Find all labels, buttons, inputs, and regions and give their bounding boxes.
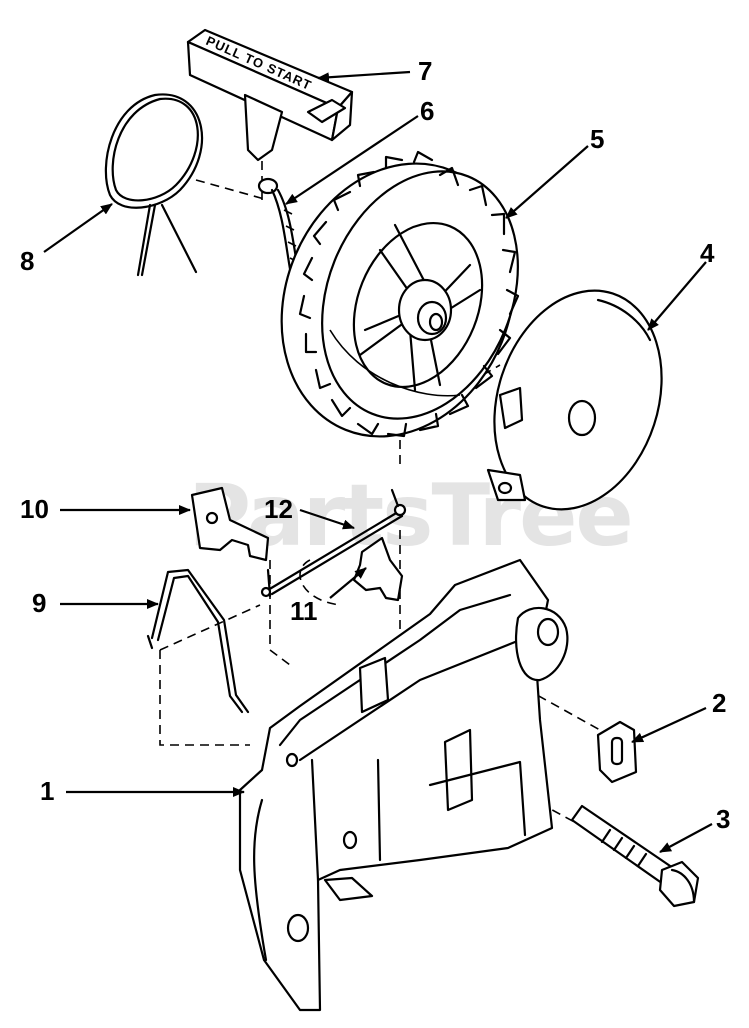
starter-pulley [280,150,520,438]
callout-7: 7 [418,56,432,86]
shoulder-bolt [570,804,700,908]
wire-spring [146,568,250,714]
cover-plate [486,289,663,511]
callout-12: 12 [264,494,293,524]
pawl-plate [190,486,270,562]
callout-5: 5 [590,124,604,154]
callout-10: 10 [20,494,49,524]
callouts: 7 6 5 4 8 10 12 11 9 1 2 3 [20,56,730,853]
callout-11: 11 [290,596,318,626]
callout-2: 2 [712,688,726,718]
callout-1: 1 [40,776,54,806]
callout-9: 9 [32,588,46,618]
mounting-bracket [238,558,569,1012]
wire-loop-spring [104,93,203,277]
spring-pin [260,488,407,598]
callout-6: 6 [420,96,434,126]
retaining-clip [596,720,638,784]
callout-4: 4 [700,238,715,268]
callout-8: 8 [20,246,34,276]
starter-handle: PULL TO START [186,28,354,162]
callout-3: 3 [716,804,730,834]
